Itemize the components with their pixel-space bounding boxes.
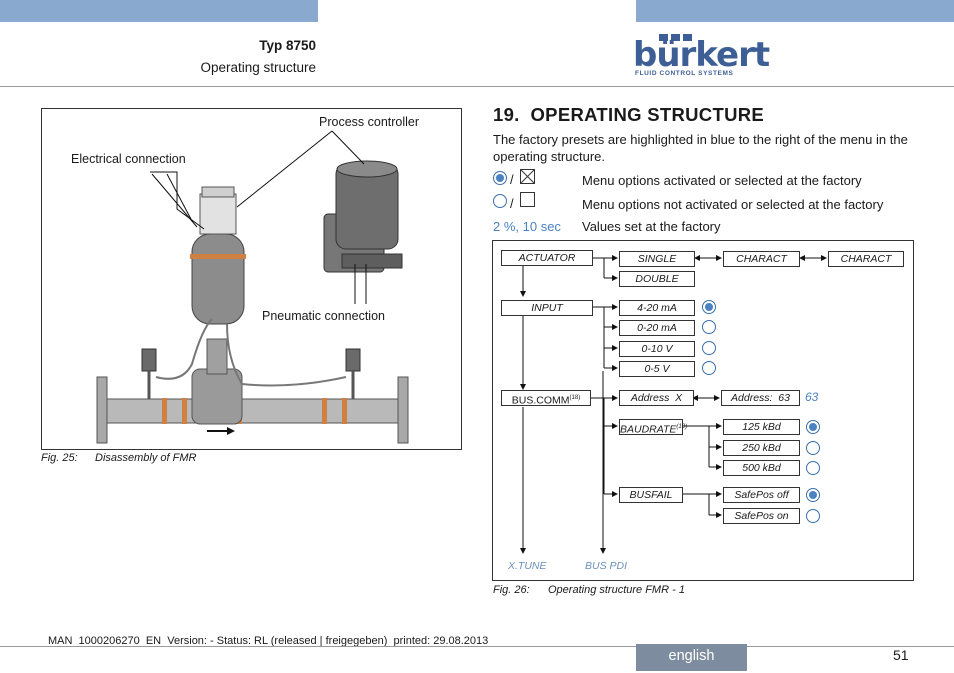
menu-baudrate: BAUDRATE(19) [619,419,687,436]
baudrate-label: BAUDRATE [620,423,677,436]
figure-26-caption-text: Operating structure FMR - 1 [548,584,685,596]
menu-busfail: BUSFAIL [619,487,683,503]
header-divider [0,86,954,87]
menu-baud-125: 125 kBd [723,419,800,435]
legend-text-not-activated: Menu options not activated or selected a… [582,197,884,212]
baudrate-footnote: (19) [676,424,688,430]
address-factory-value: 63 [805,390,819,404]
legend-unselected-circle-icon [493,194,507,208]
diagram-connectors [520,255,827,554]
section-intro: The factory presets are highlighted in b… [493,132,908,164]
input-0-5-option-icon [702,361,716,375]
menu-safepos-off: SafePos off [723,487,800,503]
burkert-logo: bürkert FLUID CONTROL SYSTEMS [633,34,770,78]
figure-25-caption-text: Disassembly of FMR [95,452,197,464]
bus-comm-label: BUS.COMM [511,394,570,407]
baud-500-option-icon [806,461,820,475]
footer-divider [0,646,954,647]
section-heading: 19. OPERATING STRUCTURE [493,104,765,125]
legend-selected-circle-icon [493,171,507,185]
language-badge: english [636,644,747,671]
safepos-on-option-icon [806,509,820,523]
legend-separator-2: / [510,196,514,211]
menu-input: INPUT [501,300,593,316]
fmr-illustration [96,130,409,444]
menu-x-tune: X.TUNE [508,560,547,572]
logo-stripes [659,34,709,42]
baud-250-option-icon [806,441,820,455]
footer-doc-info: MAN 1000206270 EN Version: - Status: RL … [48,635,489,647]
label-process-controller: Process controller [319,115,420,129]
figure-26-caption-number: Fig. 26: [493,584,530,596]
menu-charact-1: CHARACT [723,251,800,267]
doc-type-title: Typ 8750 [259,38,316,53]
menu-bus-pdi: BUS PDI [585,560,628,572]
figure-25-frame: Process controller Electrical connection… [41,108,462,450]
menu-baud-250: 250 kBd [723,440,800,456]
menu-baud-500: 500 kBd [723,460,800,476]
menu-double: DOUBLE [619,271,695,287]
menu-input-0-10: 0-10 V [619,341,695,357]
menu-bus-comm: BUS.COMM(18) [501,390,591,407]
menu-input-0-20: 0-20 mA [619,320,695,336]
legend-checked-box-icon [520,169,535,184]
header-bar-right [636,0,954,22]
legend-text-values: Values set at the factory [582,219,721,234]
baud-125-factory-icon [806,420,820,434]
input-0-20-option-icon [702,320,716,334]
menu-single: SINGLE [619,251,695,267]
menu-address: Address X [619,390,694,406]
menu-actuator: ACTUATOR [501,250,593,266]
legend-separator-1: / [510,172,514,187]
menu-charact-2: CHARACT [828,251,904,267]
label-electrical-connection: Electrical connection [71,152,186,166]
logo-wordmark: bürkert [633,35,770,75]
menu-input-0-5: 0-5 V [619,361,695,377]
legend-empty-box-icon [520,192,535,207]
bus-comm-footnote: (18) [569,395,581,401]
page-number: 51 [893,647,909,663]
menu-input-4-20: 4-20 mA [619,300,695,316]
input-4-20-factory-icon [702,300,716,314]
safepos-off-factory-icon [806,488,820,502]
doc-section-subtitle: Operating structure [200,60,316,75]
menu-safepos-on: SafePos on [723,508,800,524]
logo-tagline: FLUID CONTROL SYSTEMS [635,70,734,77]
legend-factory-values: 2 %, 10 sec [493,219,561,234]
legend-text-activated: Menu options activated or selected at th… [582,173,862,188]
header-bar-left [0,0,318,22]
label-pneumatic-connection: Pneumatic connection [262,309,385,323]
menu-address-value: Address: 63 [721,390,800,406]
figure-26-frame: ACTUATOR SINGLE DOUBLE CHARACT CHARACT I… [492,240,914,581]
figure-25-caption-number: Fig. 25: [41,452,78,464]
input-0-10-option-icon [702,341,716,355]
